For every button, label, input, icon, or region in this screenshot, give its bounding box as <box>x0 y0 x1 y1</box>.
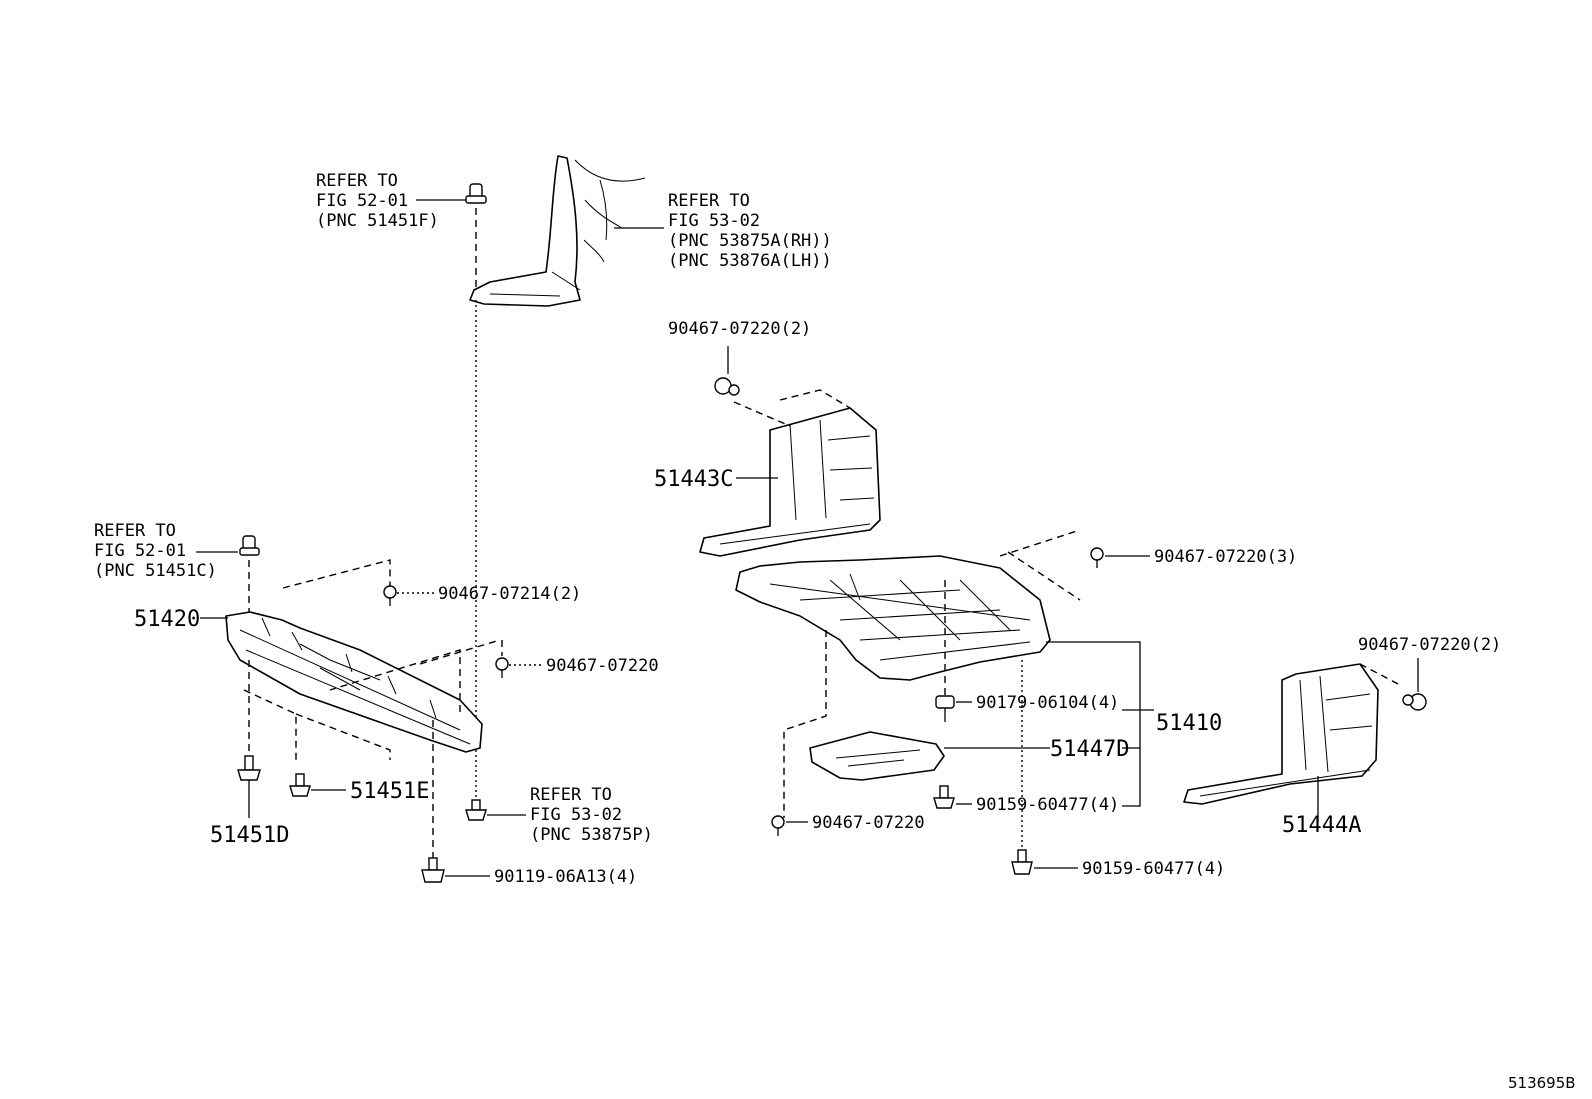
ref-51451C-line2: FIG 52-01 <box>94 541 186 561</box>
fastener-90467-07220-2-right-icon <box>1402 693 1427 711</box>
label-90467-07214-2: 90467-07214(2) <box>438 584 581 604</box>
engine-under-cover-51410-illustration <box>735 555 1051 681</box>
clip-51451C-icon <box>239 535 260 556</box>
bolt-51451D-icon <box>237 755 261 781</box>
ref-53875A-line4: (PNC 53876A(LH)) <box>668 251 832 271</box>
ref-53875P-line1: REFER TO <box>530 785 612 805</box>
ref-51451C-line3: (PNC 51451C) <box>94 561 217 581</box>
bolt-90159-60477-a-icon <box>933 785 955 809</box>
diagram-code: 513695B <box>1508 1074 1576 1092</box>
bolt-53875P-icon <box>465 799 487 821</box>
ref-53875A-line2: FIG 53-02 <box>668 211 760 231</box>
fastener-90467-07220-left-icon <box>495 657 509 678</box>
label-51444A: 51444A <box>1282 813 1361 838</box>
clip-51451F-icon <box>465 183 487 204</box>
label-51443C: 51443C <box>654 467 733 492</box>
label-90467-07220-3: 90467-07220(3) <box>1154 547 1297 567</box>
fastener-90467-07220-3-icon <box>1090 547 1104 568</box>
fastener-90467-07220-bottom-icon <box>771 815 785 836</box>
ref-51451C-line1: REFER TO <box>94 521 176 541</box>
ref-51451F-line1: REFER TO <box>316 171 398 191</box>
label-90159-60477-4-b: 90159-60477(4) <box>1082 859 1225 879</box>
ref-51451F-line2: FIG 52-01 <box>316 191 408 211</box>
ref-53875P-line2: FIG 53-02 <box>530 805 622 825</box>
bolt-90159-60477-b-icon <box>1011 849 1033 875</box>
side-cover-51443C-illustration <box>699 407 881 557</box>
label-90119-06A13-4: 90119-06A13(4) <box>494 867 637 887</box>
label-90467-07220-2-right: 90467-07220(2) <box>1358 635 1501 655</box>
ref-53875A-line3: (PNC 53875A(RH)) <box>668 231 832 251</box>
label-90467-07220-left: 90467-07220 <box>546 656 659 676</box>
ref-53875A-line1: REFER TO <box>668 191 750 211</box>
label-51451D: 51451D <box>210 823 289 848</box>
label-90467-07220-2-top: 90467-07220(2) <box>668 319 811 339</box>
side-cover-51444A-illustration <box>1183 663 1379 805</box>
label-90159-60477-4-a: 90159-60477(4) <box>976 795 1119 815</box>
bolt-90119-06A13-icon <box>421 720 445 883</box>
bolt-51451E-icon <box>289 773 311 797</box>
fastener-90467-07220-top-icon <box>714 377 740 396</box>
ref-51451F-line3: (PNC 51451F) <box>316 211 439 231</box>
fastener-90179-06104-icon <box>935 580 955 722</box>
plate-51447D-illustration <box>809 731 945 781</box>
label-51447D: 51447D <box>1050 737 1129 762</box>
label-90467-07220-bottom: 90467-07220 <box>812 813 925 833</box>
ref-53875P-line3: (PNC 53875P) <box>530 825 653 845</box>
fender-liner-illustration <box>469 155 646 307</box>
label-51410: 51410 <box>1156 711 1222 736</box>
label-51451E: 51451E <box>350 779 429 804</box>
label-90179-06104-4: 90179-06104(4) <box>976 693 1119 713</box>
fastener-90467-07214-icon <box>383 585 397 606</box>
label-51420: 51420 <box>134 607 200 632</box>
